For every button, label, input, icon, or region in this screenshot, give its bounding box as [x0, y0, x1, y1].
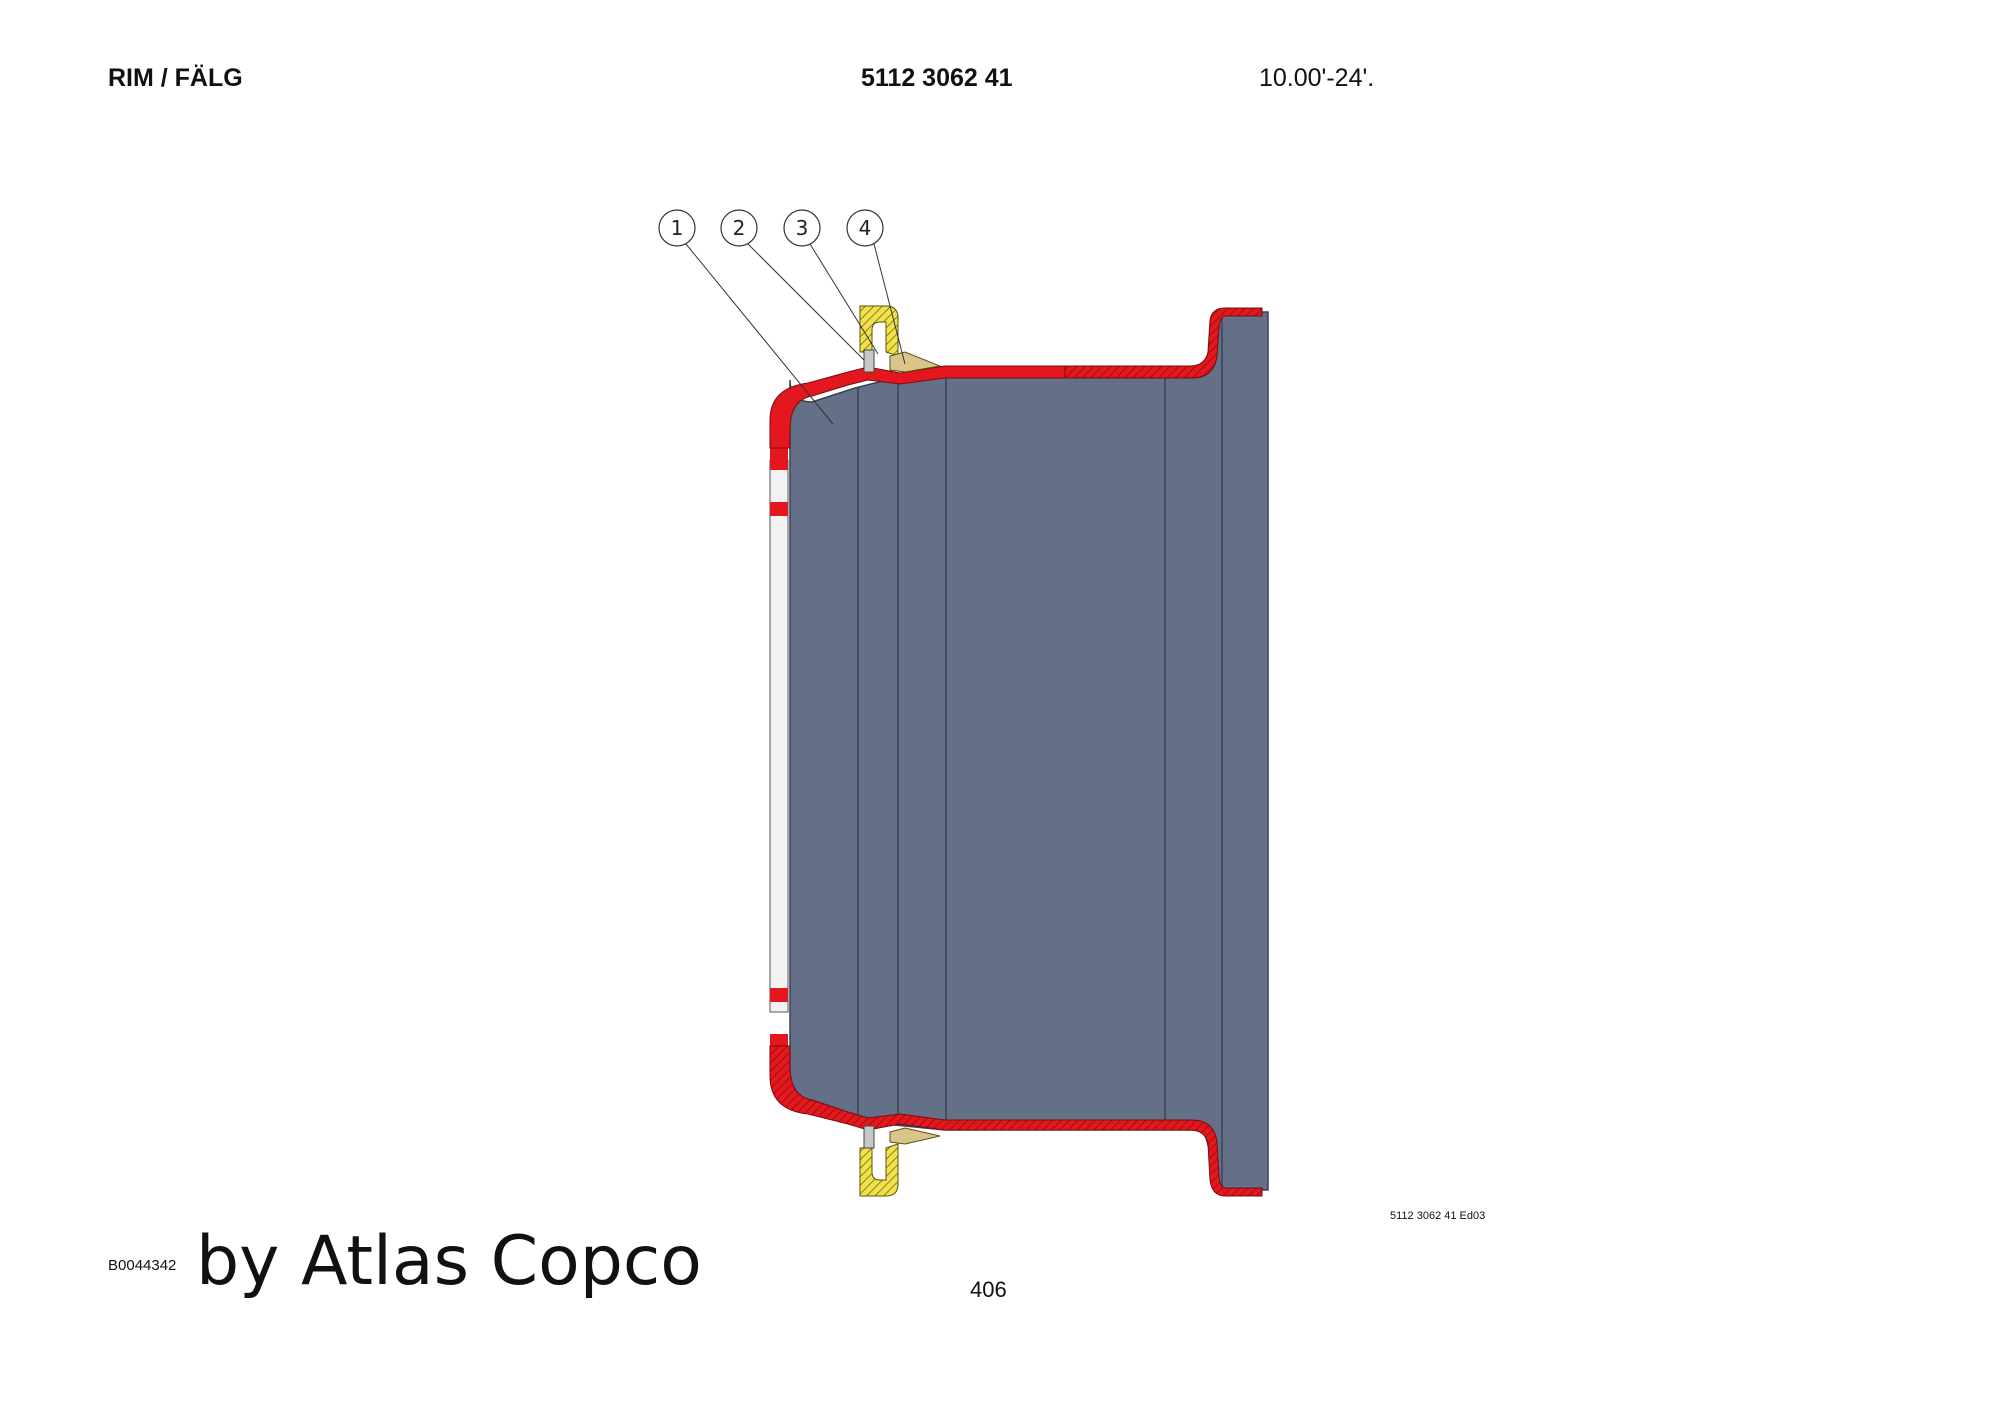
rim-section-bottom	[769, 1045, 1263, 1197]
callout-1: 1	[658, 209, 696, 247]
flange-ring-bottom	[859, 1125, 941, 1197]
drawing-reference: 5112 3062 41 Ed03	[1390, 1210, 1486, 1222]
part-number: 5112 3062 41	[861, 64, 1013, 92]
disc-edge	[769, 448, 789, 1046]
callout-3: 3	[783, 209, 821, 247]
page-title: RIM / FÄLG	[108, 64, 243, 92]
document-code: B0044342	[108, 1257, 177, 1274]
callout-2-label: 2	[733, 216, 746, 240]
rim-body	[789, 311, 1269, 1191]
rim-section-top	[769, 307, 1263, 449]
brand-text: by Atlas Copco	[196, 1222, 702, 1301]
callout-2: 2	[720, 209, 758, 247]
page-number: 406	[970, 1277, 1007, 1302]
callout-4: 4	[846, 209, 884, 247]
callout-4-label: 4	[859, 216, 872, 240]
flange-ring-top	[859, 305, 942, 373]
callout-1-label: 1	[671, 216, 684, 240]
rim-size: 10.00'-24'.	[1259, 64, 1375, 92]
callout-3-label: 3	[796, 216, 809, 240]
callout-leaders	[685, 243, 906, 425]
